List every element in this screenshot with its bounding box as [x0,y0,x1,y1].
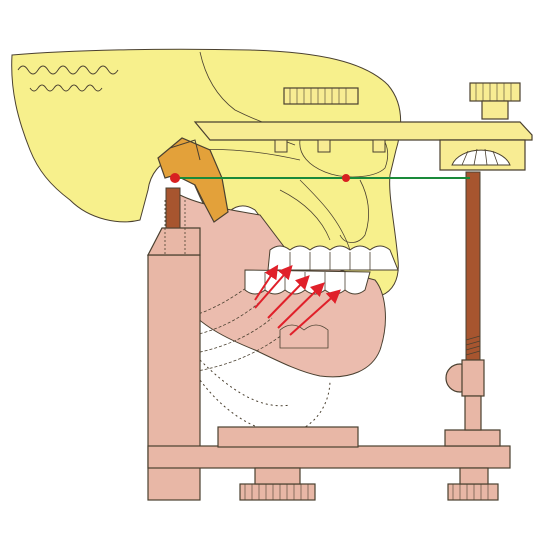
incisal-rod-shaft [465,171,481,361]
occlusal-force-arrows [254,264,341,336]
nasal-outline [339,179,370,243]
force-arrow-1 [254,264,279,301]
force-arrow-3 [267,275,310,319]
condyle-post [165,187,181,229]
top-knob-center [283,87,359,105]
force-arrow-5 [289,289,341,336]
maxilla-outline [279,179,351,251]
upper-bow-bar [193,121,533,141]
platform-block [217,426,359,448]
base-bar [147,445,511,469]
upper-teeth [267,245,399,271]
bottom-knob-right [447,483,499,501]
orbital-reference-point [342,174,350,182]
adjustment-knobs [239,82,521,501]
articulator-upper-bow [193,121,533,171]
incisal-rod [445,171,485,431]
condyle-reference-point [170,173,180,183]
lower-teeth-row [244,269,371,295]
top-knob-right [469,82,521,102]
masseter-lines [174,284,283,375]
upper-teeth-row [267,245,399,271]
force-arrow-4 [277,282,325,329]
condylar-guide [157,137,229,229]
cranial-suture [17,65,119,92]
horizontal-reference-line [170,173,470,183]
bottom-knob-left [239,483,316,501]
articulator-base [147,227,511,501]
projection-lines [164,200,186,255]
force-arrow-2 [254,264,293,309]
